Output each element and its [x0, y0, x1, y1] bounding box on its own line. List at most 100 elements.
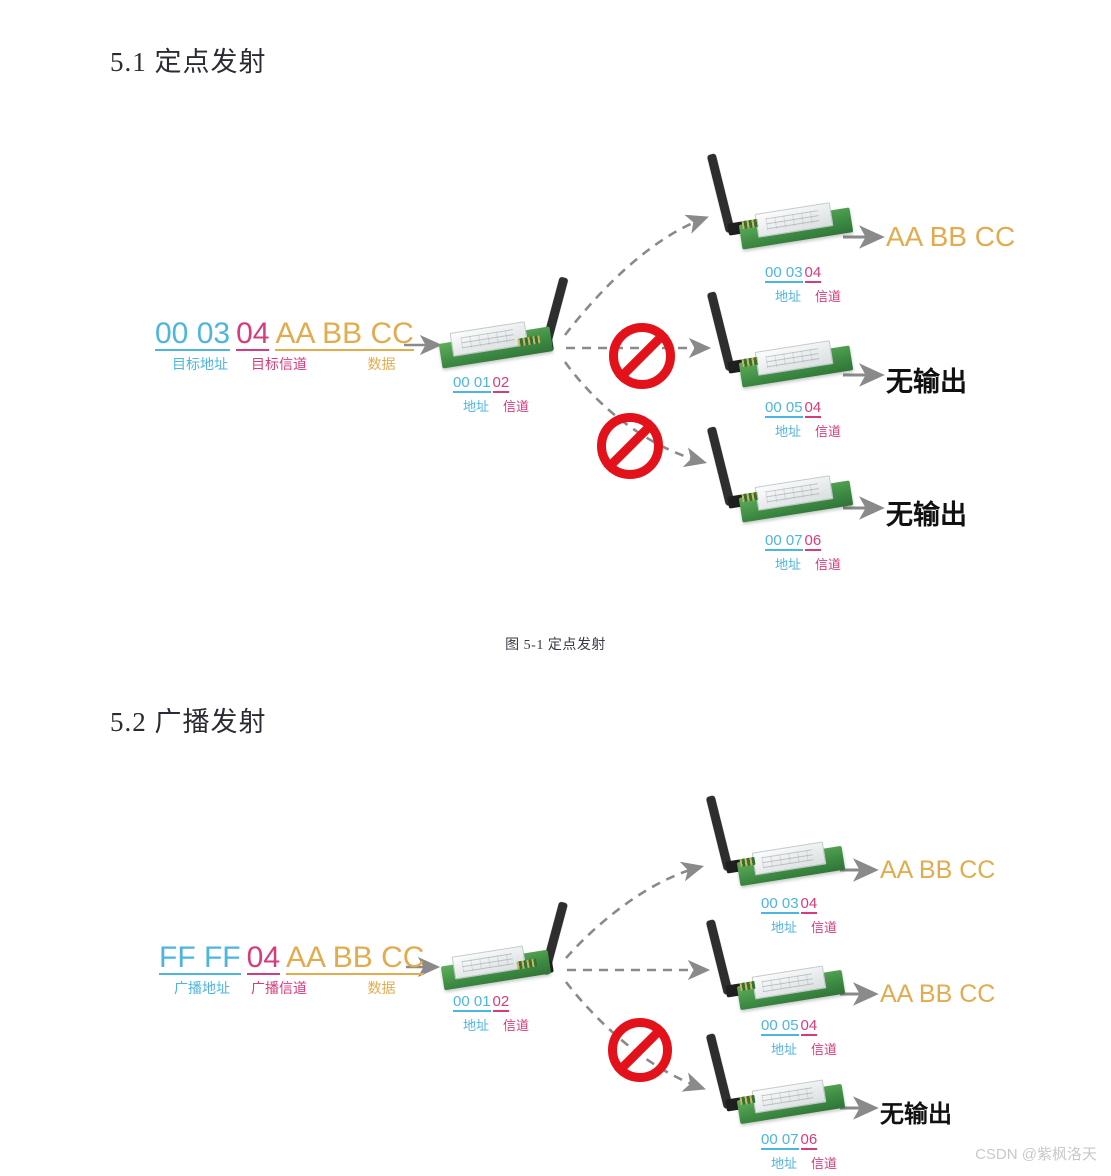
- receiver-label-1: 00 03 04 地址 信道: [760, 896, 840, 936]
- underline-address: [155, 349, 231, 352]
- radio-path-1: [563, 214, 709, 336]
- packet-channel-tag: 广播信道: [251, 980, 307, 997]
- csdn-watermark: CSDN @紫枫洛天: [975, 1146, 1097, 1163]
- forbidden-ring: [608, 1018, 672, 1082]
- figure-1-caption: 图 5-1 定点发射: [505, 638, 606, 653]
- underline-data: [286, 973, 425, 976]
- rx3-address-seg: 00 07: [760, 1132, 800, 1150]
- receiver-module-3: [705, 1032, 846, 1125]
- forbidden-ring: [597, 413, 663, 479]
- underline-rx2-address: [761, 1033, 799, 1036]
- packet-address-tag: 广播地址: [174, 980, 230, 997]
- underline-rx2-channel: [804, 415, 822, 418]
- receiver-output-2: AA BB CC: [880, 980, 996, 1008]
- rx1-address-seg: 00 03: [760, 896, 800, 914]
- packet-address-hex: FF FF: [159, 941, 241, 974]
- packet-data-hex: AA BB CC: [286, 941, 425, 974]
- receiver-output-3: 无输出: [886, 500, 967, 530]
- underline-tx-address: [453, 1009, 491, 1012]
- rx1-address-tag: 地址: [774, 288, 801, 304]
- antenna-icon: [706, 426, 735, 507]
- rx1-channel-hex: 04: [800, 895, 818, 912]
- tx-address-tag: 地址: [462, 398, 489, 414]
- receiver-module-2: [706, 290, 854, 388]
- rx2-channel-tag: 信道: [810, 1041, 837, 1057]
- figure-broadcast-transmission: FF FF 04 AA BB CC 广播地址 广播信道 数据: [0, 770, 1111, 1172]
- rx3-address-tag: 地址: [770, 1155, 797, 1171]
- transmitter-label: 00 01 02 地址 信道: [452, 994, 532, 1034]
- antenna-icon: [705, 1033, 733, 1110]
- forbidden-ring: [609, 323, 675, 389]
- packet-segment-data: AA BB CC: [272, 317, 416, 352]
- underline-rx2-channel: [800, 1033, 818, 1036]
- rx2-address-hex: 00 05: [761, 1017, 799, 1034]
- packet-segment-address: FF FF: [156, 941, 244, 976]
- packet-segment-data: AA BB CC: [283, 941, 427, 976]
- underline-data: [275, 349, 414, 352]
- receiver-label-1: 00 03 04 地址 信道: [764, 265, 844, 305]
- rx2-channel-hex: 04: [800, 1017, 818, 1034]
- rx3-channel-tag: 信道: [810, 1155, 837, 1171]
- receiver-module-1: [706, 152, 854, 250]
- rx3-address-hex: 00 07: [761, 1131, 799, 1148]
- rx1-channel-hex: 04: [804, 264, 822, 281]
- rx2-address-tag: 地址: [770, 1041, 797, 1057]
- underline-channel: [236, 349, 270, 352]
- rx1-address-seg: 00 03: [764, 265, 804, 283]
- rx3-address-seg: 00 07: [764, 533, 804, 551]
- section-heading-5-2: 5.2 广播发射: [110, 707, 267, 737]
- underline-rx1-address: [765, 280, 803, 283]
- tx-channel-seg: 02: [492, 994, 511, 1012]
- rx1-channel-seg: 04: [804, 265, 823, 283]
- transmitter-module: [440, 900, 570, 995]
- rx1-address-hex: 00 03: [761, 895, 799, 912]
- rx3-channel-hex: 06: [804, 532, 822, 549]
- rx2-address-tag: 地址: [774, 423, 801, 439]
- tx-address-tag: 地址: [462, 1017, 489, 1033]
- radio-path-1: [565, 861, 705, 959]
- tx-channel-hex: 02: [492, 374, 510, 391]
- rx1-address-tag: 地址: [770, 919, 797, 935]
- tx-channel-tag: 信道: [502, 398, 529, 414]
- packet-data-tag: 数据: [367, 356, 396, 373]
- rx3-address-tag: 地址: [774, 556, 801, 572]
- rx1-channel-seg: 04: [800, 896, 819, 914]
- underline-rx2-address: [765, 415, 803, 418]
- packet-segment-channel: 04: [233, 318, 272, 352]
- tx-address-seg: 00 01: [452, 375, 492, 393]
- receiver-module-2: [705, 918, 846, 1011]
- rx3-channel-seg: 06: [804, 533, 823, 551]
- rx3-channel-seg: 06: [800, 1132, 819, 1150]
- rx2-channel-seg: 04: [800, 1018, 819, 1036]
- antenna-icon: [705, 795, 733, 872]
- rx3-channel-tag: 信道: [814, 556, 841, 572]
- rx2-address-seg: 00 05: [760, 1018, 800, 1036]
- underline-rx3-channel: [804, 548, 822, 551]
- underline-rx1-channel: [804, 280, 822, 283]
- section-heading-5-1: 5.1 定点发射: [110, 47, 267, 77]
- tx-address-hex: 00 01: [453, 993, 491, 1010]
- underline-tx-address: [453, 390, 491, 393]
- tx-channel-hex: 02: [492, 993, 510, 1010]
- rx2-address-hex: 00 05: [765, 399, 803, 416]
- receiver-output-2: 无输出: [886, 367, 967, 397]
- tx-channel-tag: 信道: [502, 1017, 529, 1033]
- packet-data-hex: AA BB CC: [275, 317, 414, 350]
- receiver-label-2: 00 05 04 地址 信道: [764, 400, 844, 440]
- rx2-channel-seg: 04: [804, 400, 823, 418]
- packet-channel-hex: 04: [246, 941, 281, 974]
- receiver-output-1: AA BB CC: [880, 856, 996, 884]
- receiver-output-1: AA BB CC: [886, 221, 1016, 252]
- underline-tx-channel: [492, 390, 510, 393]
- rx1-address-hex: 00 03: [765, 264, 803, 281]
- rx1-channel-tag: 信道: [810, 919, 837, 935]
- underline-rx3-address: [761, 1147, 799, 1150]
- packet-data-tag: 数据: [367, 980, 396, 997]
- receiver-label-3: 00 07 06 地址 信道: [760, 1132, 840, 1172]
- figure-fixed-point-transmission: 00 03 04 AA BB CC 目标地址 目标信道 数据: [0, 110, 1111, 630]
- rx1-channel-tag: 信道: [814, 288, 841, 304]
- underline-rx1-address: [761, 911, 799, 914]
- underline-rx1-channel: [800, 911, 818, 914]
- tx-channel-seg: 02: [492, 375, 511, 393]
- packet-segment-channel: 04: [244, 941, 283, 976]
